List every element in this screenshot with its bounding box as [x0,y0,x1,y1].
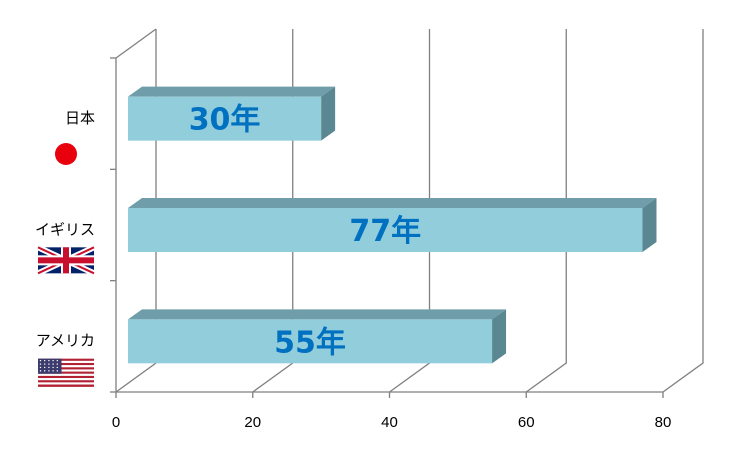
bar-0: 30年 [128,86,336,141]
japan-flag-icon [38,136,94,172]
gridline-80 [662,29,704,393]
x-tick-label-20: 20 [244,414,261,431]
category-label-1: イギリス [35,220,95,238]
bar-side-face [321,86,336,141]
bar-top-face [128,309,507,320]
bar-data-label-0: 30年 [189,103,261,138]
x-tick-label-0: 0 [112,414,120,431]
category-label-2: アメリカ [36,332,95,350]
category-flags [36,136,96,387]
bar-front-face [128,319,493,364]
bar-top-face [128,198,657,208]
axes [110,28,664,398]
usa-flag-icon [38,358,94,387]
x-tick-label-60: 60 [518,414,535,431]
left-wall-edge [115,28,157,59]
bar-2: 55年 [128,309,507,364]
bar-top-face [128,86,336,97]
bar-front-face [128,208,643,252]
bar-front-face [128,96,322,141]
bar-data-label-2: 55年 [274,325,346,360]
category-label-0: 日本 [65,109,95,127]
bar-side-face [642,198,657,252]
bar-data-label-1: 77年 [349,214,421,249]
x-tick-label-80: 80 [655,414,672,431]
bar-1: 77年 [128,198,657,252]
gridline-60 [525,29,567,393]
uk-flag-icon [36,244,96,277]
x-tick-labels: 0 20 40 60 80 [112,414,672,431]
bars: 30年 77年 55年 [128,86,657,364]
x-tick-label-40: 40 [381,414,398,431]
bar-side-face [492,309,507,364]
